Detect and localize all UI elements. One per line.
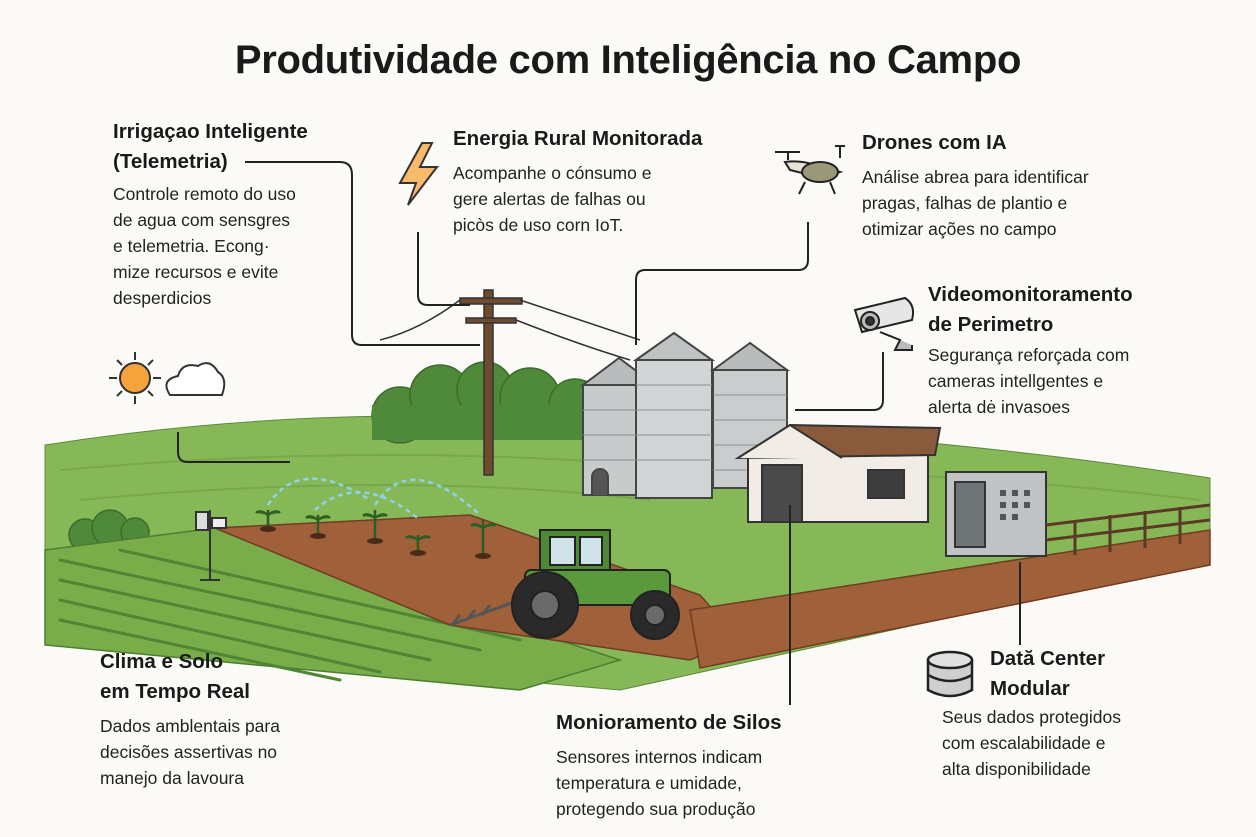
barn [734, 423, 942, 523]
lightning-bolt-icon [398, 142, 440, 206]
weather-station [195, 510, 227, 581]
feature-energia: Energia Rural Monitorada Acompanhe o cón… [453, 124, 702, 238]
power-pole [379, 289, 641, 476]
feature-irrigacao: Irrigaçao Inteligente(Telemetria) Contro… [113, 117, 308, 311]
feature-title: Drones com IA [862, 131, 1007, 154]
data-center-module [945, 471, 1047, 557]
feature-title: Energia Rural Monitorada [453, 127, 703, 150]
security-camera-icon [853, 296, 915, 351]
fence [1045, 503, 1211, 555]
seedlings [255, 510, 496, 559]
database-icon [926, 650, 974, 698]
tractor [449, 529, 680, 640]
feature-title: Irrigaçao Inteligente(Telemetria) [113, 120, 308, 173]
sun-cloud-icon [109, 352, 226, 404]
feature-drones: Drones com IA Análise abrea para identif… [862, 128, 1089, 242]
page-title: Produtividade com Inteligência no Campo [234, 38, 1022, 82]
connector-lines [177, 161, 1021, 705]
drone-icon [775, 145, 845, 195]
sprinkler-icon [266, 477, 481, 521]
feature-title: Monioramento de Silos [556, 711, 782, 734]
feature-silos: Monioramento de Silos Sensores internos … [556, 708, 782, 822]
